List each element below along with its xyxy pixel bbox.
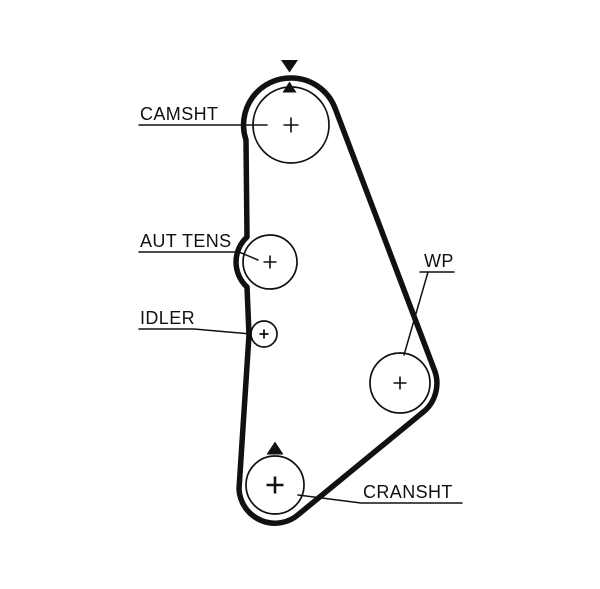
- tensioner-label: AUT TENS: [140, 231, 232, 251]
- idler-cross-icon: [259, 329, 269, 339]
- crankshaft-label: CRANSHT: [363, 482, 453, 502]
- water-pump-leader-line: [403, 271, 455, 356]
- crankshaft-pulley: [245, 455, 305, 515]
- tensioner-pulley: [242, 234, 298, 290]
- water-pump-pulley: [369, 352, 431, 414]
- camshaft-timing-mark-up-icon: [282, 81, 297, 93]
- water-pump-label: WP: [424, 251, 454, 271]
- tensioner-leader-line: [138, 251, 259, 261]
- timing-belt: [233, 75, 440, 526]
- crankshaft-timing-mark-up-icon: [266, 441, 284, 455]
- tensioner-cross-icon: [263, 255, 277, 269]
- idler-label: IDLER: [140, 308, 195, 328]
- camshaft-label: CAMSHT: [140, 104, 218, 124]
- crankshaft-leader-line: [297, 494, 463, 504]
- idler-leader-line: [138, 328, 252, 335]
- crankshaft-cross-icon: [266, 476, 284, 494]
- camshaft-cross-icon: [283, 117, 299, 133]
- camshaft-timing-mark-down-icon: [281, 60, 298, 73]
- water-pump-cross-icon: [393, 376, 407, 390]
